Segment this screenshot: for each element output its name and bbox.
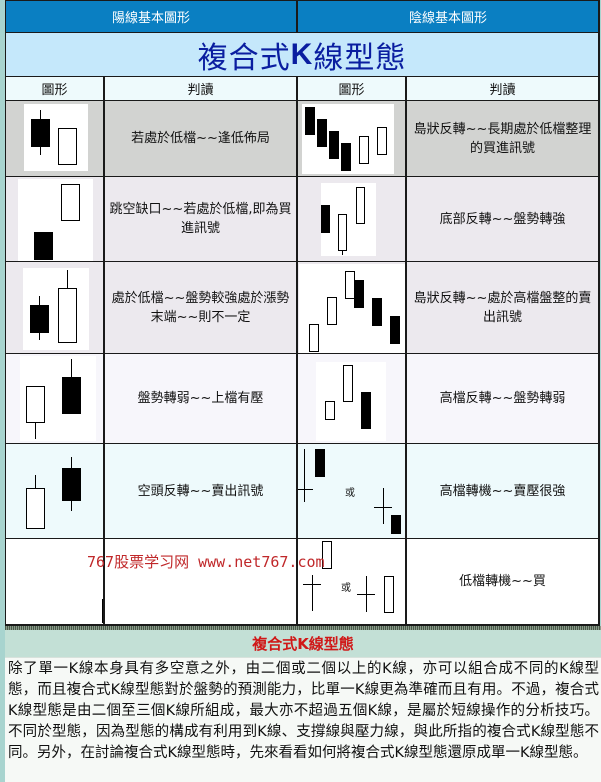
- column-header-right-reading: 判讀: [407, 77, 598, 100]
- partial-line: [102, 599, 103, 623]
- column-header-left-shape: 圖形: [6, 77, 103, 100]
- black-candle: [62, 377, 81, 414]
- white-candle: [309, 324, 319, 352]
- doji-horizontal: [374, 507, 392, 508]
- white-candle: [325, 401, 335, 420]
- row5-left-reading: 空頭反轉~~賣出訊號: [105, 444, 296, 538]
- white-candle: [58, 288, 77, 343]
- black-candle: [391, 515, 401, 534]
- row4-right-reading: 高檔反轉~~盤勢轉弱: [407, 354, 598, 443]
- white-candle: [384, 576, 394, 613]
- row1-right-reading: 島狀反轉~~長期處於低檔整理的買進訊號: [407, 101, 598, 176]
- or-label: 或: [345, 488, 355, 499]
- black-candle: [329, 131, 339, 159]
- black-candle: [372, 298, 382, 326]
- column-header-right-shape: 圖形: [298, 77, 405, 100]
- candle-wick: [35, 475, 36, 489]
- black-candle: [34, 232, 53, 260]
- row3-left-shape: [6, 262, 103, 353]
- section-title: 複合式K線型態: [5, 630, 601, 657]
- row3-left-reading: 處於低檔~~盤勢較強處於漲勢末端~~則不一定: [105, 262, 296, 353]
- yang-line-header: 陽線基本圖形: [6, 1, 296, 32]
- candle-wick: [71, 359, 72, 379]
- doji-vertical: [383, 488, 384, 524]
- row2-left-shape: [6, 177, 103, 261]
- row3-right-shape: [298, 262, 405, 353]
- row6-left-shape: [6, 539, 103, 624]
- black-candle: [341, 143, 351, 171]
- black-candle: [315, 449, 325, 477]
- white-candle: [26, 488, 45, 529]
- candle-wick: [35, 422, 36, 439]
- candlestick-chart: [24, 104, 88, 171]
- white-candle: [26, 386, 45, 423]
- row2-right-reading: 底部反轉~~盤勢轉強: [407, 177, 598, 261]
- white-candle: [338, 214, 347, 251]
- black-candle: [30, 305, 49, 333]
- black-candle: [62, 468, 81, 501]
- candlestick-chart: [316, 362, 386, 441]
- section-paragraph: 除了單一K線本身具有多空意之外，由二個或二個以上的K線，亦可以組合成不同的K線型…: [5, 657, 601, 782]
- candlestick-chart: [321, 183, 376, 256]
- black-candle: [31, 119, 50, 147]
- page-title-prefix: 複合式: [197, 40, 291, 76]
- watermark: 767股票学习网 www.net767.com: [87, 553, 325, 571]
- candlestick-chart: 或: [298, 539, 405, 624]
- row4-left-shape: [6, 354, 103, 443]
- row1-left-reading: 若處於低檔~~逢低佈局: [105, 101, 296, 176]
- row1-left-shape: [6, 101, 103, 176]
- white-candle: [322, 541, 332, 569]
- row6-left-reading: [105, 539, 296, 624]
- doji-vertical: [304, 449, 305, 502]
- black-candle: [354, 280, 364, 308]
- white-candle: [356, 187, 365, 224]
- black-candle: [390, 316, 400, 344]
- row2-right-shape: [298, 177, 405, 261]
- page-title-suffix: 線型態: [313, 40, 407, 76]
- black-candle: [305, 107, 315, 135]
- row1-right-shape: [298, 101, 405, 176]
- row4-right-shape: [298, 354, 405, 443]
- row5-right-reading: 高檔轉機~~賣壓很強: [407, 444, 598, 538]
- candlestick-chart: [299, 264, 405, 353]
- row4-left-reading: 盤勢轉弱~~上檔有壓: [105, 354, 296, 443]
- white-candle: [377, 127, 387, 155]
- column-header-left-reading: 判讀: [105, 77, 296, 100]
- or-label: 或: [341, 583, 351, 594]
- section-separator: [5, 626, 601, 630]
- row3-right-reading: 島狀反轉~~處於高檔盤整的賣出訊號: [407, 262, 598, 353]
- candlestick-chart: 或: [298, 444, 405, 538]
- yin-line-header: 陰線基本圖形: [298, 1, 598, 32]
- white-candle: [359, 136, 369, 164]
- left-border: [0, 0, 4, 782]
- black-candle: [361, 392, 371, 429]
- doji-vertical: [312, 575, 313, 611]
- white-candle: [327, 297, 337, 325]
- candlestick-chart: [20, 446, 96, 536]
- white-candle: [343, 365, 353, 402]
- black-candle: [321, 205, 330, 233]
- candlestick-chart: [20, 356, 96, 441]
- candle-wick: [67, 270, 68, 290]
- candlestick-chart: [23, 268, 89, 350]
- row2-left-reading: 跳空缺口~~若處於低檔,即為買進訊號: [105, 177, 296, 261]
- white-candle: [58, 128, 77, 165]
- doji-horizontal: [303, 584, 321, 585]
- candlestick-chart: [302, 104, 394, 174]
- black-candle: [317, 119, 327, 147]
- candlestick-chart: [18, 179, 93, 261]
- page-title-k: K: [290, 37, 314, 71]
- row6-right-reading: 低檔轉機~~買: [407, 539, 598, 624]
- row5-left-shape: [6, 444, 103, 538]
- white-candle: [61, 184, 80, 221]
- row5-right-shape: 或: [298, 444, 405, 538]
- doji-horizontal: [357, 594, 375, 595]
- row6-right-shape: 或: [298, 539, 405, 624]
- doji-horizontal: [298, 489, 313, 490]
